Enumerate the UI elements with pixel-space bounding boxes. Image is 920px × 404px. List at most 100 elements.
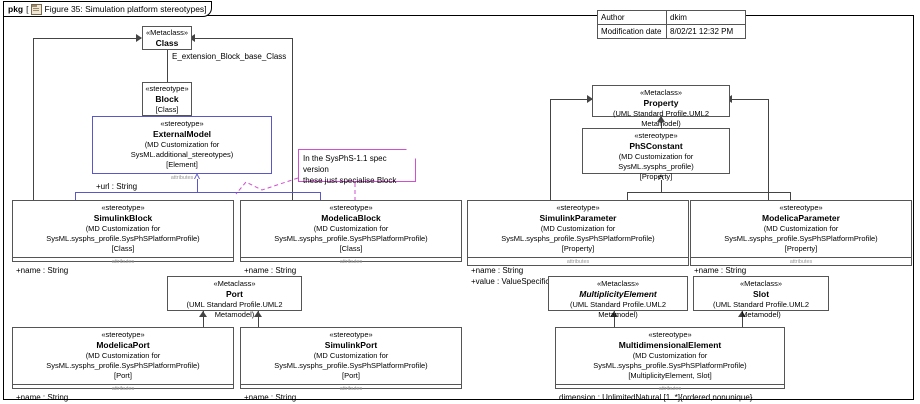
extension-arrow-to-property-left	[587, 95, 593, 103]
connector-modelicaparameter-to-property-horizontal	[730, 99, 768, 100]
generalization-arrow-to-phsconstant	[658, 174, 665, 180]
package-frame-header: pkg [ Figure 35: Simulation platform ste…	[3, 1, 212, 17]
extension-arrow-to-slot	[738, 311, 746, 317]
connector-modelicaparameter-to-property-vertical	[768, 99, 769, 200]
note-line-1: In the SysPhS-1.1 spec version	[303, 154, 387, 174]
class-box-simulinkparameter[interactable]: «stereotype» SimulinkParameter (MD Custo…	[467, 200, 689, 286]
extension-arrow-phsconstant-to-property	[657, 116, 665, 122]
class-box-phsconstant[interactable]: «stereotype» PhSConstant (MD Customizati…	[582, 128, 730, 181]
class-box-externalmodel[interactable]: «stereotype» ExternalModel (MD Customiza…	[92, 116, 272, 191]
class-box-multidimensionalelement[interactable]: «stereotype» MultidimensionalElement (MD…	[555, 327, 785, 402]
class-name: SimulinkParameter	[539, 213, 617, 223]
qualified-name: (MD Customization for SysML.sysphs_profi…	[593, 351, 747, 370]
class-name: MultiplicityElement	[579, 289, 657, 299]
connector-phsconstant-to-property	[661, 116, 662, 128]
stereotype-label: «stereotype»	[145, 84, 189, 93]
attributes-section-label: attributes	[111, 386, 135, 392]
package-title: Figure 35: Simulation platform stereotyp…	[44, 4, 205, 14]
connector-modelicablock-to-class-horizontal	[194, 38, 292, 39]
bracket-close: ]	[204, 4, 207, 14]
class-name: ModelicaParameter	[762, 213, 840, 223]
base-metaclass-label: [Property]	[639, 172, 673, 181]
stereotype-label: «Metaclass»	[596, 279, 640, 288]
attributes-section-label: attributes	[566, 259, 590, 265]
class-box-multiplicityelement[interactable]: «Metaclass» MultiplicityElement (UML Sta…	[548, 276, 688, 319]
class-name: Slot	[752, 289, 770, 299]
table-row: Modification date 8/02/21 12:32 PM	[597, 24, 746, 39]
attributes-compartment: attributes +name : String	[241, 257, 461, 277]
connector-simulinkparameter-to-property-horizontal	[550, 99, 592, 100]
attributes-compartment: attributes +name : String	[241, 384, 461, 404]
class-box-port[interactable]: «Metaclass» Port (UML Standard Profile.U…	[167, 276, 302, 319]
attributes-compartment: attributes +name : String +value : Value…	[468, 257, 688, 288]
connector-externalmodel-stem	[197, 179, 198, 192]
connector-phsconstant-to-modelicaparameter	[790, 192, 791, 200]
attribute-row: +name : String	[244, 266, 297, 275]
connector-externalmodel-to-simulinkblock	[75, 192, 76, 200]
extension-arrow-to-multiplicityelement	[610, 311, 618, 317]
class-name: ExternalModel	[152, 129, 212, 139]
info-label-author: Author	[597, 10, 667, 25]
connector-multidimensional-to-multiplicityelement	[614, 311, 615, 327]
class-box-block[interactable]: «stereotype» Block [Class]	[142, 82, 192, 116]
stereotype-label: «Metaclass»	[145, 28, 189, 37]
info-table: Author dkim Modification date 8/02/21 12…	[597, 10, 746, 39]
class-name: Block	[155, 94, 179, 104]
edge-label-extension-block-base-class: E_extension_Block_base_Class	[172, 52, 287, 61]
extension-arrow-modelicaport-to-port	[199, 311, 207, 317]
class-name: Class	[155, 38, 179, 48]
attribute-row: dimension : UnlimitedNatural [1..*]{orde…	[559, 393, 753, 402]
attribute-row: +value : ValueSpecification [0..1]	[471, 277, 587, 286]
connector-block-to-class	[167, 44, 168, 82]
class-box-slot[interactable]: «Metaclass» Slot (UML Standard Profile.U…	[693, 276, 829, 319]
qualified-name: (UML Standard Profile.UML2 Metamodel)	[712, 300, 809, 319]
connector-modelicablock-to-class-vertical	[292, 38, 293, 200]
stereotype-label: «stereotype»	[779, 203, 823, 212]
class-box-modelicaport[interactable]: «stereotype» ModelicaPort (MD Customizat…	[12, 327, 234, 402]
extension-arrow-simulinkport-to-port	[254, 311, 262, 317]
base-metaclass-label: [Port]	[114, 371, 132, 380]
info-value-author: dkim	[666, 10, 746, 25]
attribute-row: +name : String	[694, 266, 747, 275]
stereotype-label: «Metaclass»	[639, 88, 683, 97]
qualified-name: (MD Customization for SysML.sysphs_profi…	[46, 351, 200, 370]
attributes-section-label: attributes	[111, 259, 135, 265]
qualified-name: (MD Customization for SysML.additional_s…	[130, 140, 234, 159]
class-box-modelicaparameter[interactable]: «stereotype» ModelicaParameter (MD Custo…	[690, 200, 912, 286]
base-metaclass-label: [Property]	[784, 244, 818, 253]
class-name: ModelicaPort	[96, 340, 150, 350]
class-name: Property	[643, 98, 679, 108]
table-row: Author dkim	[597, 10, 746, 25]
class-box-modelicablock[interactable]: «stereotype» ModelicaBlock (MD Customiza…	[240, 200, 462, 275]
class-name: Port	[226, 289, 243, 299]
connector-externalmodel-branch	[75, 192, 320, 193]
class-box-simulinkblock[interactable]: «stereotype» SimulinkBlock (MD Customiza…	[12, 200, 234, 275]
class-box-property[interactable]: «Metaclass» Property (UML Standard Profi…	[592, 85, 730, 128]
attributes-compartment: attributes +name : String	[13, 257, 233, 277]
attribute-row: +url : String	[96, 182, 138, 191]
attribute-row: +name : String	[244, 393, 297, 402]
stereotype-label: «stereotype»	[648, 330, 692, 339]
class-name: MultidimensionalElement	[618, 340, 722, 350]
attributes-section-label: attributes	[170, 175, 194, 181]
base-metaclass-label: [Class]	[155, 105, 179, 114]
class-box-class[interactable]: «Metaclass» Class	[142, 26, 192, 50]
package-keyword: pkg	[8, 4, 24, 14]
qualified-name: (MD Customization for SysML.sysphs_profi…	[501, 224, 655, 243]
attributes-section-label: attributes	[658, 386, 682, 392]
attributes-section-label: attributes	[789, 259, 813, 265]
connector-simulinkblock-to-class-vertical	[33, 38, 34, 200]
info-label-modification-date: Modification date	[597, 24, 667, 39]
attributes-compartment: attributes +url : String	[93, 173, 271, 193]
stereotype-label: «Metaclass»	[739, 279, 783, 288]
base-metaclass-label: [Property]	[561, 244, 595, 253]
class-box-simulinkport[interactable]: «stereotype» SimulinkPort (MD Customizat…	[240, 327, 462, 402]
connector-simulinkparameter-to-property-vertical	[550, 99, 551, 200]
connector-phsconstant-stem	[661, 180, 662, 192]
qualified-name: (UML Standard Profile.UML2 Metamodel)	[569, 300, 666, 319]
generalization-arrow-to-externalmodel	[194, 173, 201, 179]
stereotype-label: «Metaclass»	[213, 279, 256, 288]
bracket-open: [	[26, 4, 29, 14]
stereotype-label: «stereotype»	[329, 330, 373, 339]
